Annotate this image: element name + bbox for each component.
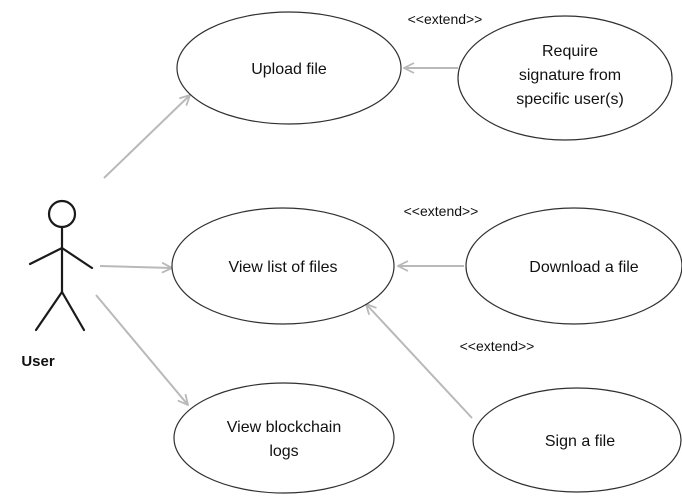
use-case-view-blockchain-logs[interactable]: View blockchain logs — [173, 382, 395, 494]
use-case-label-line-1: Require — [542, 43, 598, 60]
use-case-label-line-1: View blockchain — [227, 419, 341, 436]
use-case-label-line-2: logs — [269, 443, 298, 460]
use-case-label: Sign a file — [545, 433, 615, 450]
use-case-label-line-3: specific user(s) — [516, 91, 624, 108]
use-case-label-line-2: signature from — [519, 67, 621, 84]
extend-sign — [366, 304, 473, 419]
use-case-upload-file[interactable]: Upload file — [176, 11, 402, 125]
actor-label: User — [21, 353, 55, 370]
assoc-view-list — [99, 266, 172, 268]
use-case-sign-a-file[interactable]: Sign a file — [472, 387, 682, 493]
stick-figure-icon — [28, 199, 94, 332]
assoc-view-logs — [95, 294, 188, 405]
extend-label-sign: <<extend>> — [460, 338, 535, 354]
extend-label-download: <<extend>> — [404, 203, 479, 219]
use-case-view-list-of-files[interactable]: View list of files — [171, 207, 395, 325]
use-case-label: View list of files — [228, 259, 337, 276]
use-case-require-signature[interactable]: Require signature from specific user(s) — [457, 15, 673, 141]
actor-user[interactable]: User — [21, 199, 94, 370]
use-case-label: Download a file — [529, 259, 639, 276]
extend-label-upload: <<extend>> — [408, 11, 483, 27]
use-case-download-a-file[interactable]: Download a file — [465, 207, 682, 325]
use-case-label: Upload file — [251, 61, 327, 78]
assoc-upload — [103, 95, 190, 179]
